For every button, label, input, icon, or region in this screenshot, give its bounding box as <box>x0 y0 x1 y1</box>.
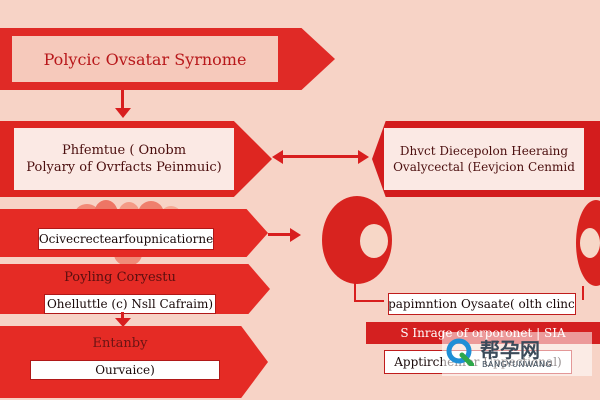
connector-line <box>582 286 584 300</box>
right-label-one-text: Opapimntion Oysaate( olth clincal <box>388 297 576 311</box>
band-two-label-text: Ohelluttle (c) Nsll Cafraim) <box>46 297 214 311</box>
definition-line1: Phfemtue ( Onobm <box>61 143 187 158</box>
connector-line <box>121 90 124 112</box>
arrow-head-left <box>272 150 283 164</box>
arrow-head-right <box>290 228 301 242</box>
arrow-head-down <box>115 318 131 327</box>
definition-line2: Polyary of Ovrfacts Peinmuic) <box>26 160 222 175</box>
arrow-head-right <box>358 150 369 164</box>
ovary-shape-inner <box>580 228 600 258</box>
diagram-title: Polycic Ovsatar Syrnome <box>43 49 247 69</box>
connector-line-horizontal <box>280 155 360 158</box>
title-panel: Polycic Ovsatar Syrnome <box>12 36 278 82</box>
arrow-head-down <box>115 108 131 118</box>
diagnosis-line2: Ovalycectal (Eevjcion Cenmid <box>393 160 575 174</box>
right-label-one: Opapimntion Oysaate( olth clincal <box>388 293 576 315</box>
diagnosis-line1: Dhvct Diecepolon Heeraing <box>399 144 569 158</box>
connector-line <box>354 282 356 300</box>
band-three-label: Ourvaice) <box>30 360 220 380</box>
ovary-shape-inner <box>360 224 388 258</box>
band-three-text: Entanby <box>92 336 148 351</box>
watermark-text: 帮孕网 <box>480 338 540 362</box>
connector-line <box>354 300 384 302</box>
definition-panel: Phfemtue ( Onobm Polyary of Ovrfacts Pei… <box>14 128 234 190</box>
connector-line <box>121 312 124 322</box>
band-one-label: Ocivecrectearfoupnicatiorne <box>38 228 214 250</box>
diagnosis-panel: Dhvct Diecepolon Heeraing Ovalycectal (E… <box>384 128 584 190</box>
band-two-text: Poyling Coryestu <box>64 270 176 285</box>
connector-line <box>268 233 292 236</box>
watermark-subtext: BANGYUNWANG <box>482 360 553 369</box>
watermark: 帮孕网 BANGYUNWANG <box>442 332 592 376</box>
band-one-label-text: Ocivecrectearfoupnicatiorne <box>38 232 214 246</box>
band-three-label-text: Ourvaice) <box>95 363 155 377</box>
band-two-label: Ohelluttle (c) Nsll Cafraim) <box>44 294 216 314</box>
watermark-logo-icon <box>446 338 475 368</box>
